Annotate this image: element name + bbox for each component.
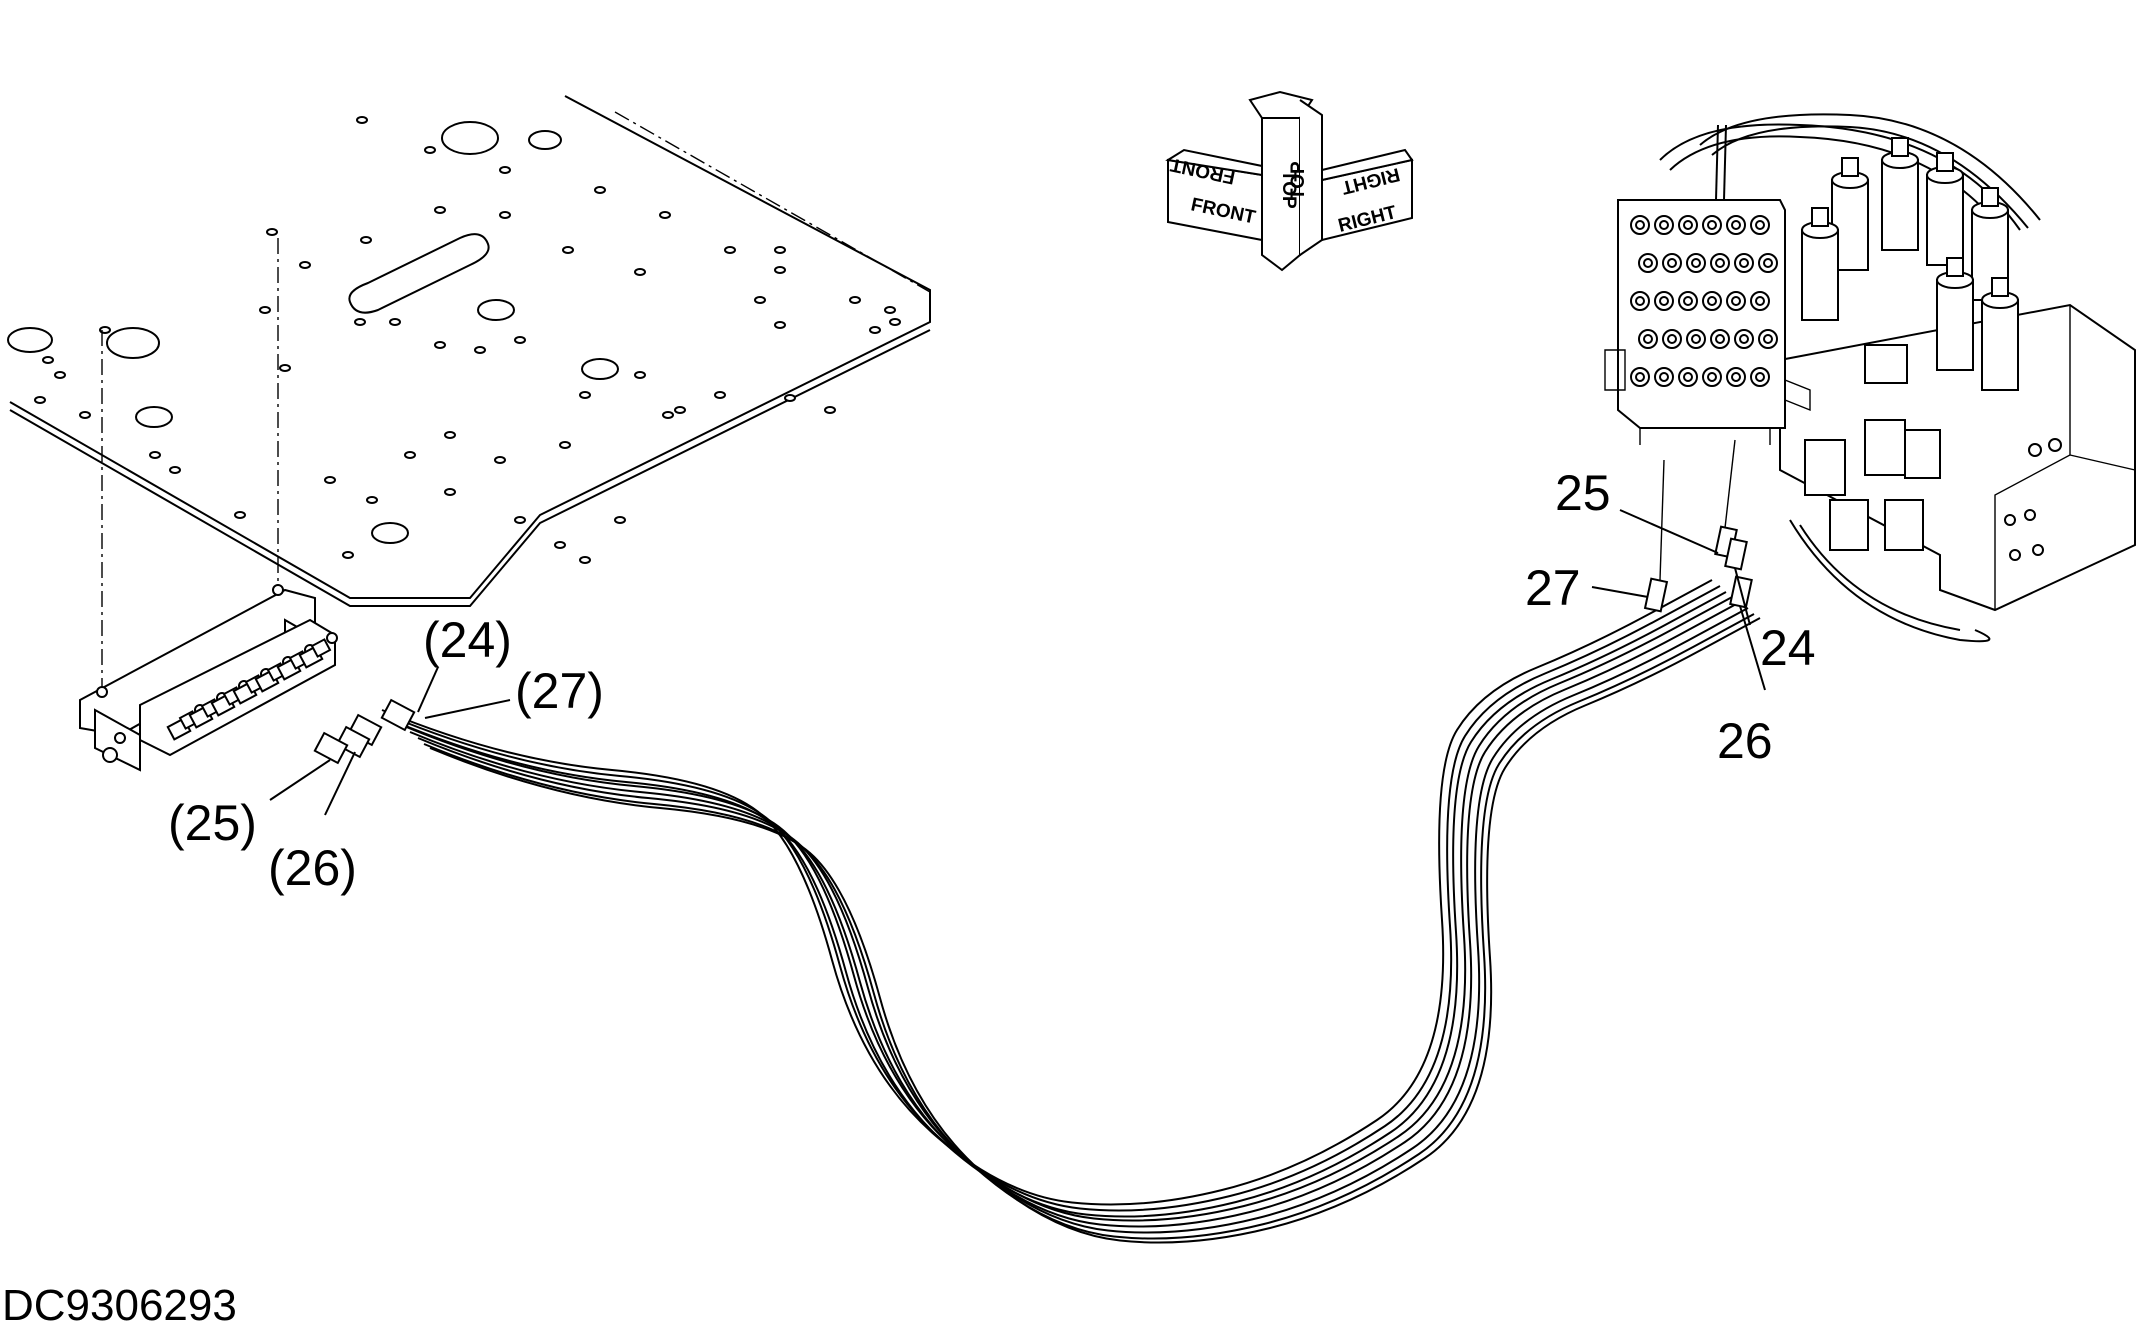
callout-left-26: (26) bbox=[268, 840, 357, 896]
top-label-mirror: TOP bbox=[1288, 161, 1309, 200]
leader-lines bbox=[269, 509, 1766, 816]
callout-right-27: 27 bbox=[1525, 560, 1581, 616]
callout-right-26: 26 bbox=[1717, 713, 1773, 769]
pilot-valve-bracket bbox=[79, 584, 338, 772]
callout-left-25: (25) bbox=[168, 795, 257, 851]
right-hose-fittings bbox=[1643, 439, 1753, 613]
callout-right-25: 25 bbox=[1555, 465, 1611, 521]
control-valve-assembly bbox=[1604, 113, 2136, 643]
callout-right-24: 24 bbox=[1760, 620, 1816, 676]
left-hose-fittings bbox=[313, 698, 416, 765]
callout-left-27: (27) bbox=[515, 663, 604, 719]
hose-bundle bbox=[381, 579, 1761, 1244]
callout-left-24: (24) bbox=[423, 612, 512, 668]
callouts: (24) (27) (25) (26) 25 27 24 26 bbox=[168, 465, 1816, 896]
top-label: TOP bbox=[1278, 170, 1299, 209]
floor-plate bbox=[7, 95, 931, 607]
orientation-indicator: FRONT FRONT TOP TOP RIGHT RIGHT bbox=[1165, 90, 1414, 272]
drawing-id: DC9306293 bbox=[2, 1281, 237, 1330]
